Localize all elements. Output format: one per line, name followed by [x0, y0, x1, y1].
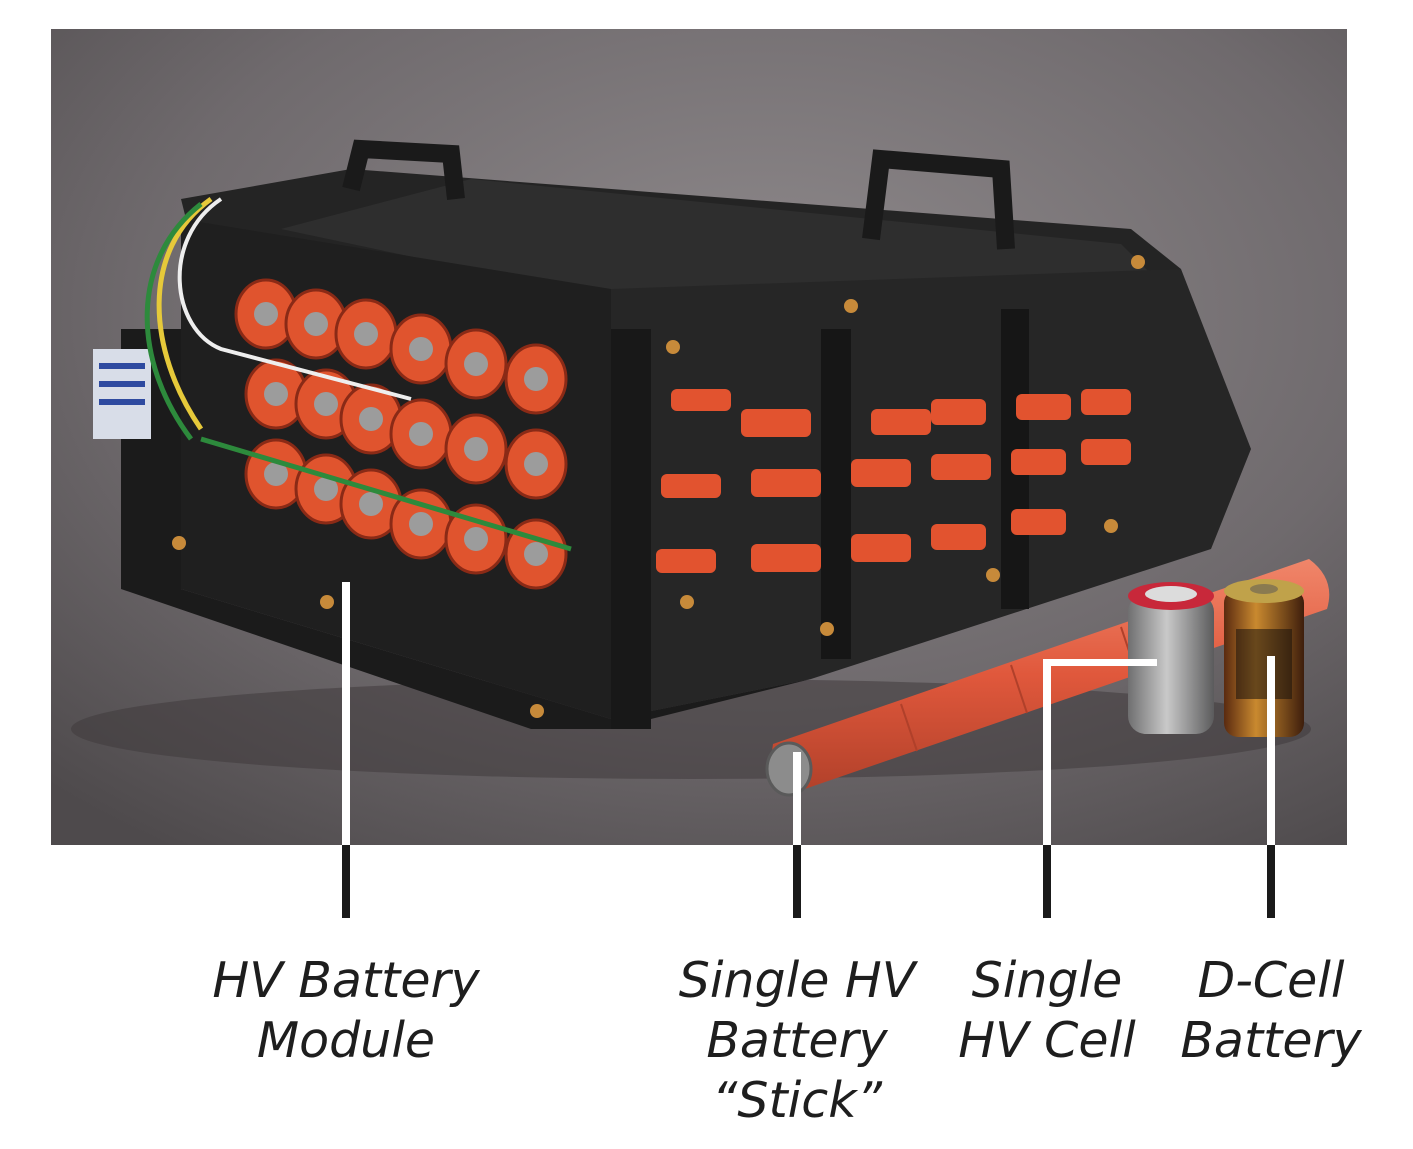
- battery-photo: [51, 29, 1347, 845]
- label-d-cell-battery: D-Cell Battery: [1180, 952, 1362, 1069]
- single-hv-cell-image: [1128, 582, 1214, 734]
- label-single-hv-cell: Single HV Cell: [958, 952, 1136, 1069]
- hv-battery-module-image: [71, 139, 1311, 779]
- label-single-hv-battery-stick: Single HV Battery “Stick”: [678, 952, 916, 1129]
- d-cell-battery-image: [1224, 579, 1304, 737]
- label-hv-battery-module: HV Battery Module: [212, 952, 480, 1069]
